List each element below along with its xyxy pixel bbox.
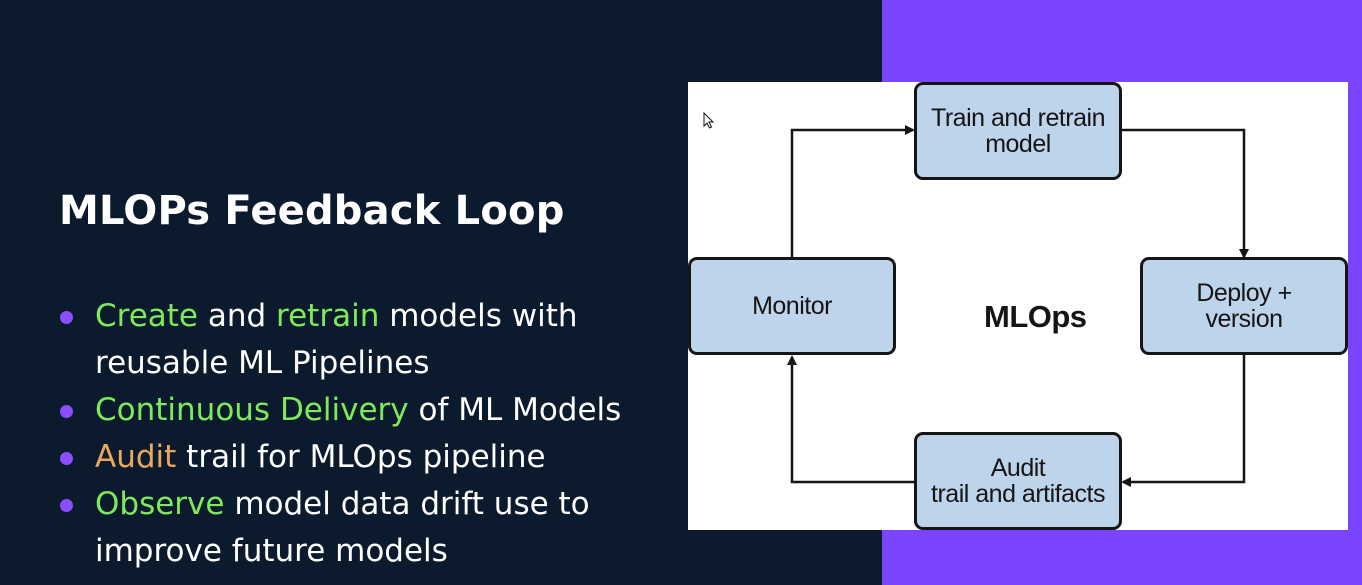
bullet-item-observe: Observe model data drift use to improve …	[58, 481, 678, 575]
node-deploy: Deploy + version	[1140, 257, 1348, 355]
bullet-text: and	[198, 298, 277, 334]
bullet-highlight: Observe	[95, 486, 225, 522]
bullet-dot-icon	[60, 405, 73, 418]
arrow-audit-to-monitor	[787, 355, 916, 484]
bullet-dot-icon	[60, 499, 73, 512]
diagram-center-label: MLOps	[984, 299, 1087, 334]
node-audit: Audit trail and artifacts	[914, 432, 1122, 530]
bullet-highlight: Create	[95, 298, 199, 334]
bullet-text: model data drift use to improve future m…	[95, 486, 590, 569]
arrow-train-to-deploy	[1120, 128, 1249, 259]
bullet-dot-icon	[60, 311, 73, 324]
bullet-highlight: Continuous Delivery	[95, 392, 409, 428]
bullet-item-audit: Audit trail for MLOps pipeline	[58, 434, 678, 481]
mlops-diagram: Train and retrain model Deploy + version…	[688, 82, 1348, 530]
bullet-dot-icon	[60, 452, 73, 465]
node-monitor: Monitor	[688, 257, 896, 355]
bullet-highlight: retrain	[276, 298, 380, 334]
bullet-item-delivery: Continuous Delivery of ML Models	[58, 387, 678, 434]
diagram-arrows	[787, 125, 1249, 487]
arrow-monitor-to-train	[790, 125, 915, 258]
bullet-item-create: Create and retrain models with reusable …	[58, 293, 678, 387]
slide-title: MLOPs Feedback Loop	[59, 188, 565, 234]
bullet-text: trail for MLOps pipeline	[176, 439, 546, 475]
bullet-text: of ML Models	[408, 392, 622, 428]
arrow-deploy-to-audit	[1121, 354, 1246, 487]
bullet-highlight: Audit	[95, 439, 177, 475]
node-train: Train and retrain model	[914, 82, 1122, 180]
bullet-text: models with reusable ML Pipelines	[95, 298, 578, 381]
bullet-list: Create and retrain models with reusable …	[58, 293, 678, 575]
mouse-cursor-icon	[703, 112, 715, 129]
